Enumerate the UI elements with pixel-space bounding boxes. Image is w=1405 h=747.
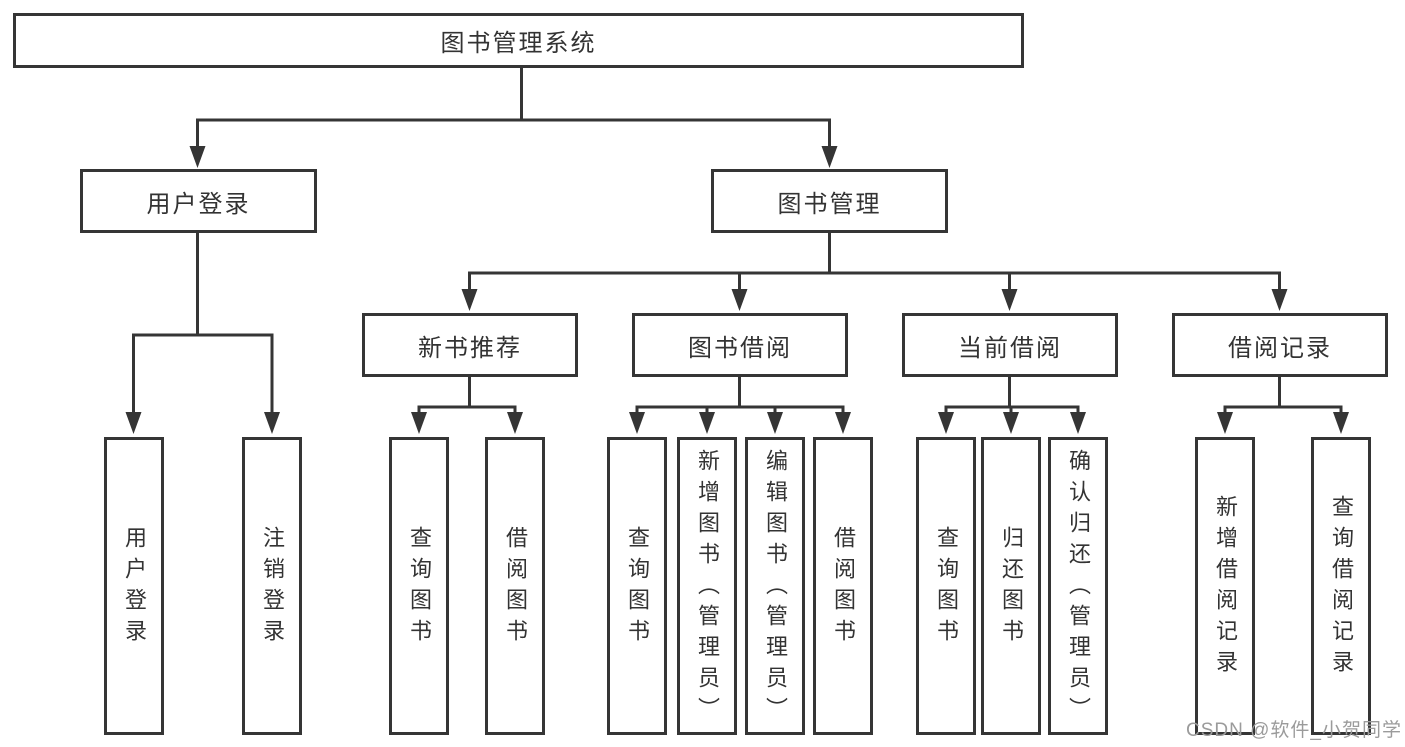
edge-new-book-recommend-split: [411, 376, 523, 434]
edge-user-login-split: [125, 232, 280, 434]
leaf-query-books-borrowing: 查询图书: [607, 437, 667, 735]
node-book-management: 图书管理: [711, 169, 948, 233]
node-user-login: 用户登录: [80, 169, 317, 233]
edge-borrowing-records-split: [1217, 376, 1349, 434]
node-new-book-recommend: 新书推荐: [362, 313, 578, 377]
leaf-add-borrowing-record: 新增借阅记录: [1195, 437, 1255, 735]
edge-root-split: [189, 67, 838, 168]
leaf-edit-books-admin: 编辑图书（管理员）: [745, 437, 805, 735]
leaf-query-books-current: 查询图书: [916, 437, 976, 735]
edge-book-borrowing-split: [629, 376, 851, 434]
leaf-borrow-books-recommend: 借阅图书: [485, 437, 545, 735]
leaf-query-books-recommend: 查询图书: [389, 437, 449, 735]
leaf-user-login: 用户登录: [104, 437, 164, 735]
leaf-add-books-admin: 新增图书（管理员）: [677, 437, 737, 735]
edge-book-management-split: [461, 232, 1288, 311]
node-current-borrowing: 当前借阅: [902, 313, 1118, 377]
leaf-return-books: 归还图书: [981, 437, 1041, 735]
csdn-watermark: CSDN @软件_小贺同学: [1186, 720, 1402, 741]
node-library-management-system: 图书管理系统: [13, 13, 1024, 68]
edge-current-borrowing-split: [938, 376, 1086, 434]
leaf-logout: 注销登录: [242, 437, 302, 735]
leaf-query-borrowing-record: 查询借阅记录: [1311, 437, 1371, 735]
node-book-borrowing: 图书借阅: [632, 313, 848, 377]
leaf-borrow-books-borrowing: 借阅图书: [813, 437, 873, 735]
leaf-confirm-return-admin: 确认归还（管理员）: [1048, 437, 1108, 735]
node-borrowing-records: 借阅记录: [1172, 313, 1388, 377]
